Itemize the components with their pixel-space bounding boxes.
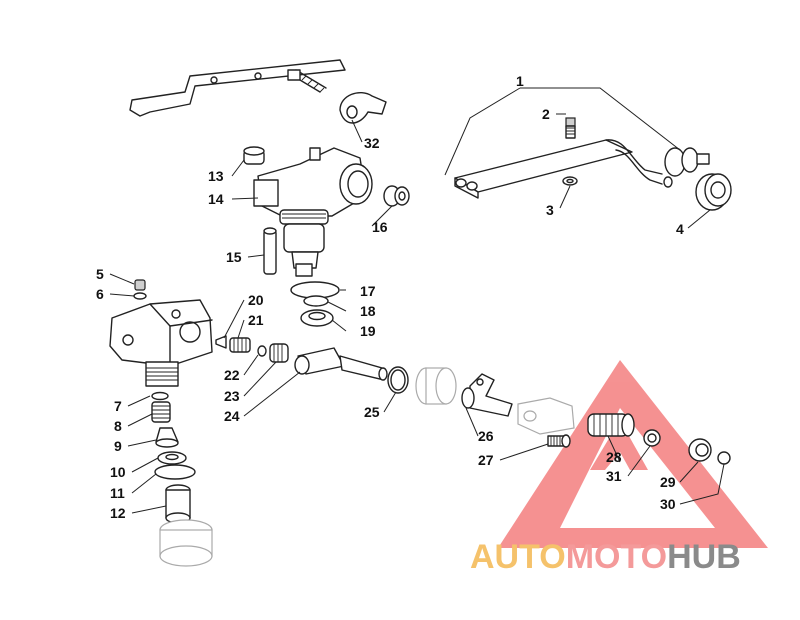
part-shaft-24 <box>294 347 388 381</box>
callout-25: 25 <box>364 404 380 420</box>
callout-11: 11 <box>110 485 125 501</box>
part-nozzle-12 <box>165 484 191 524</box>
part-screw-2 <box>565 117 576 139</box>
watermark-hub: HUB <box>667 538 741 576</box>
callout-23: 23 <box>224 388 240 404</box>
callout-1: 1 <box>516 73 524 89</box>
callout-15: 15 <box>226 249 242 265</box>
part-oring-25 <box>387 366 409 394</box>
part-seal-19 <box>300 309 334 327</box>
callout-17: 17 <box>360 283 376 299</box>
callout-5: 5 <box>96 266 104 282</box>
callout-30: 30 <box>660 496 676 512</box>
part-clip-32 <box>339 92 387 124</box>
part-clip-30 <box>717 451 731 465</box>
part-bolt-27 <box>547 434 571 448</box>
callout-6: 6 <box>96 286 104 302</box>
callout-8: 8 <box>114 418 122 434</box>
part-washer-6 <box>133 292 147 300</box>
part-ring-29 <box>688 438 712 462</box>
part-ring-31 <box>643 429 661 447</box>
part-lever-bracket <box>129 59 346 117</box>
callout-27: 27 <box>478 452 494 468</box>
callout-22: 22 <box>224 367 240 383</box>
part-fuel-rail <box>454 139 710 199</box>
callout-13: 13 <box>208 168 224 184</box>
callout-18: 18 <box>360 303 376 319</box>
part-oring-7 <box>151 391 169 401</box>
part-block-faint <box>517 397 575 435</box>
callout-21: 21 <box>248 312 264 328</box>
callout-20: 20 <box>248 292 264 308</box>
part-tip-20 <box>215 335 227 349</box>
callout-4: 4 <box>676 221 684 237</box>
watermark-moto: MOTO <box>566 538 667 576</box>
part-sleeve-13 <box>243 146 265 165</box>
callout-26: 26 <box>478 428 494 444</box>
part-seal-10 <box>157 451 187 465</box>
part-spring-28 <box>587 413 635 437</box>
part-drum-faint <box>159 519 213 567</box>
part-spring-21 <box>229 337 251 353</box>
callout-7: 7 <box>114 398 122 414</box>
part-washer-3 <box>562 176 578 186</box>
part-housing <box>109 299 213 387</box>
callout-24: 24 <box>224 408 240 424</box>
part-connector-16 <box>383 185 410 207</box>
part-pipe-26 <box>461 373 513 417</box>
svg-text:AUTOMOTOHUB: AUTOMOTOHUB <box>470 538 741 576</box>
callout-3: 3 <box>546 202 554 218</box>
callout-2: 2 <box>542 106 550 122</box>
callout-31: 31 <box>606 468 622 484</box>
callout-14: 14 <box>208 191 224 207</box>
callout-16: 16 <box>372 219 388 235</box>
part-bushing-23 <box>269 343 289 363</box>
part-cap-4 <box>695 173 732 211</box>
part-washer-22 <box>257 345 267 357</box>
part-plug-5 <box>134 279 146 291</box>
part-oring-11 <box>154 464 196 480</box>
callout-19: 19 <box>360 323 376 339</box>
watermark-wordmark: AUTOMOTOHUB <box>470 538 741 576</box>
watermark-auto: AUTO <box>470 538 566 576</box>
part-spring-8 <box>151 401 171 423</box>
part-washer-18 <box>303 295 329 307</box>
callout-labels: 1 2 3 4 5 6 7 8 9 10 11 12 13 14 15 16 1… <box>96 73 684 521</box>
callout-28: 28 <box>606 449 622 465</box>
part-sleeve-faint <box>415 367 457 405</box>
callout-32: 32 <box>364 135 380 151</box>
callout-12: 12 <box>110 505 126 521</box>
callout-9: 9 <box>114 438 122 454</box>
callout-29: 29 <box>660 474 676 490</box>
part-throttle-body-14 <box>253 147 373 277</box>
leader-lines <box>109 87 725 514</box>
watermark-logo <box>498 360 768 548</box>
part-pin-15 <box>263 227 277 275</box>
callout-10: 10 <box>110 464 126 480</box>
watermark-notch <box>590 420 648 470</box>
part-valve-9 <box>155 427 179 448</box>
